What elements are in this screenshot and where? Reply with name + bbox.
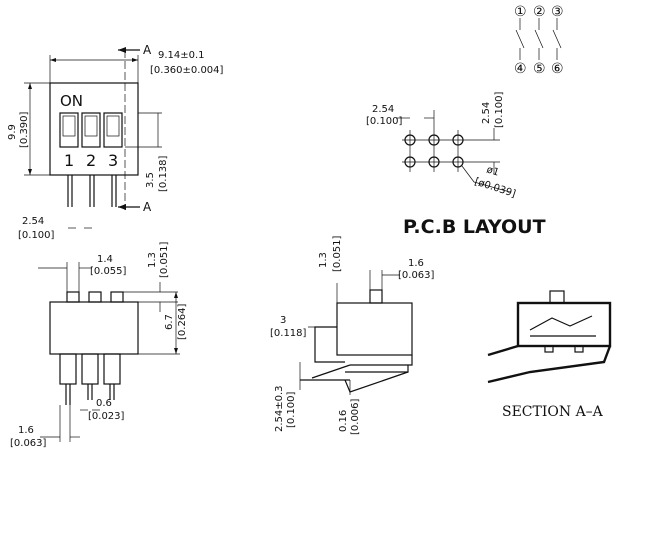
front-width-mm: 9.14±0.1 bbox=[158, 50, 205, 61]
bl-actuator-width-mm: 1.4 bbox=[97, 254, 113, 265]
section-a-a: SECTION A–A bbox=[487, 290, 612, 420]
schematic-pin-4: ④ bbox=[514, 61, 527, 77]
bl-actuator-height-mm: 1.3 bbox=[147, 252, 158, 268]
bl-pin-width-mm: 0.6 bbox=[96, 398, 112, 409]
front-height-mm: 9.9 bbox=[7, 124, 18, 140]
front-pin-mm: 3.5 bbox=[145, 172, 156, 188]
front-pin-inch: [0.138] bbox=[158, 155, 169, 192]
switch-slot-2 bbox=[81, 112, 101, 148]
pcb-holes bbox=[402, 110, 500, 172]
front-pitch-mm: 2.54 bbox=[22, 216, 44, 227]
bl-pin-offset-inch: [0.063] bbox=[10, 438, 47, 449]
side-thickness-mm: 0.16 bbox=[338, 410, 349, 432]
section-title: SECTION A–A bbox=[502, 404, 604, 420]
front-on-label: ON bbox=[60, 92, 83, 110]
schematic-pin-2: ② bbox=[533, 4, 546, 20]
side-thickness-inch: [0.006] bbox=[350, 398, 361, 435]
bl-body-height-inch: [0.264] bbox=[177, 303, 188, 340]
pcb-h-pitch-mm: 2.54 bbox=[372, 104, 394, 115]
schematic-pin-3: ③ bbox=[551, 4, 564, 20]
pcb-v-pitch-mm: 2.54 bbox=[481, 102, 492, 124]
switch-slot-3 bbox=[103, 112, 123, 148]
side-leg-inch: [0.118] bbox=[270, 328, 307, 339]
pcb-hole-mm: ø1 bbox=[485, 164, 500, 178]
bottom-left-body bbox=[49, 301, 139, 355]
front-height-inch: [0.390] bbox=[19, 111, 30, 148]
front-view: A 9.14±0.1 [0.360±0.004] ON 1 2 3 A 9.9 … bbox=[7, 43, 224, 241]
pcb-v-pitch-inch: [0.100] bbox=[494, 91, 505, 128]
switch-number-3: 3 bbox=[108, 151, 118, 170]
schematic: ① ② ③ ④ ⑤ ⑥ bbox=[514, 4, 564, 77]
side-view-body bbox=[336, 302, 413, 356]
switch-number-1: 1 bbox=[64, 151, 74, 170]
side-view: 1.3 [0.051] 1.6 [0.063] 3 [0.118] 2.54±0… bbox=[270, 235, 435, 435]
side-leg-mm: 3 bbox=[280, 315, 286, 326]
bl-pin-offset-mm: 1.6 bbox=[18, 425, 34, 436]
pcb-layout-title: P.C.B LAYOUT bbox=[403, 216, 546, 238]
bl-pin-width-inch: [0.023] bbox=[88, 411, 125, 422]
front-width-inch: [0.360±0.004] bbox=[150, 65, 224, 76]
switch-number-2: 2 bbox=[86, 151, 96, 170]
side-top-left-mm: 1.3 bbox=[318, 252, 329, 268]
pcb-h-pitch-inch: [0.100] bbox=[366, 116, 403, 127]
bottom-left-view: 1.4 [0.055] 1.3 [0.051] 6.7 [0.264] 0.6 … bbox=[10, 241, 188, 449]
side-top-right-inch: [0.063] bbox=[398, 270, 435, 281]
pcb-hole-inch: [ø0.039] bbox=[473, 176, 517, 200]
side-pitch-tol-mm: 2.54±0.3 bbox=[274, 385, 285, 432]
bl-actuator-height-inch: [0.051] bbox=[159, 241, 170, 278]
section-marker-top: A bbox=[143, 43, 152, 57]
schematic-pin-5: ⑤ bbox=[533, 61, 546, 77]
pcb-layout: 2.54 [0.100] 2.54 [0.100] ø1 [ø0.039] P.… bbox=[366, 91, 546, 238]
bl-actuator-width-inch: [0.055] bbox=[90, 266, 127, 277]
switch-slot-1 bbox=[59, 112, 79, 148]
side-pitch-tol-inch: [0.100] bbox=[286, 391, 297, 428]
schematic-pin-1: ① bbox=[514, 4, 527, 20]
section-marker-bottom: A bbox=[143, 200, 152, 214]
bl-body-height-mm: 6.7 bbox=[164, 314, 175, 330]
front-pitch-inch: [0.100] bbox=[18, 230, 55, 241]
schematic-pin-6: ⑥ bbox=[551, 61, 564, 77]
side-top-right-mm: 1.6 bbox=[408, 258, 424, 269]
side-top-left-inch: [0.051] bbox=[332, 235, 343, 272]
